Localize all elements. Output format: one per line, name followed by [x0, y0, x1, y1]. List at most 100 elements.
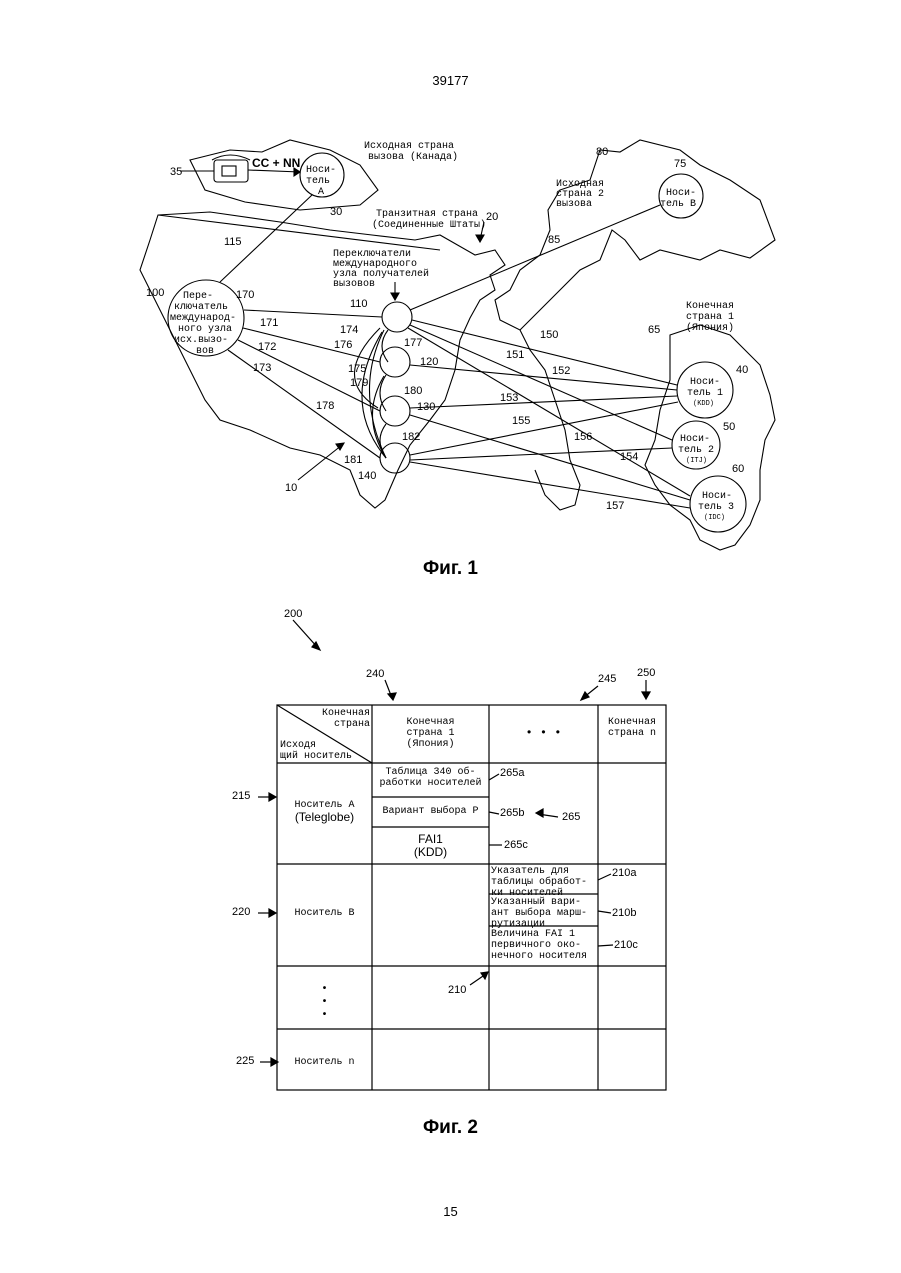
svg-text:130: 130	[417, 401, 435, 413]
figure-2-caption: Фиг. 2	[0, 1117, 901, 1139]
svg-text:Конечная: Конечная	[686, 301, 734, 312]
svg-text:151: 151	[506, 349, 524, 361]
svg-text:30: 30	[330, 206, 342, 218]
col-ellipsis: • • •	[489, 728, 598, 739]
gateway-140	[380, 443, 410, 473]
svg-text:152: 152	[552, 365, 570, 377]
svg-text:182: 182	[402, 431, 420, 443]
ref-210c: 210c	[614, 939, 638, 951]
svg-text:исх.вызо-: исх.вызо-	[174, 335, 228, 346]
row-carrier-a: Носитель А (Teleglobe)	[277, 800, 372, 824]
svg-text:(Соединенные Штаты): (Соединенные Штаты)	[372, 219, 486, 231]
svg-text:176: 176	[334, 339, 352, 351]
row-carrier-b: Носитель В	[277, 908, 372, 919]
svg-text:155: 155	[512, 415, 530, 427]
page-number: 15	[0, 1204, 901, 1219]
svg-text:178: 178	[316, 400, 334, 412]
svg-text:Носи-: Носи-	[690, 377, 720, 388]
gateway-120	[380, 347, 410, 377]
svg-text:85: 85	[548, 234, 560, 246]
svg-text:120: 120	[420, 356, 438, 368]
gateway-130	[380, 396, 410, 426]
svg-text:150: 150	[540, 329, 558, 341]
svg-text:Носи-: Носи-	[680, 434, 710, 445]
ref-225: 225	[236, 1055, 254, 1067]
svg-text:вызова (Канада): вызова (Канада)	[368, 151, 458, 163]
svg-text:80: 80	[596, 146, 608, 158]
svg-text:153: 153	[500, 392, 518, 404]
svg-text:177: 177	[404, 337, 422, 349]
svg-text:180: 180	[404, 385, 422, 397]
ref-245: 245	[598, 673, 616, 685]
svg-text:110: 110	[350, 298, 368, 310]
svg-text:179: 179	[350, 377, 368, 389]
phone-icon	[214, 160, 248, 182]
col-dest-country-1: Конечнаястрана 1(Япония)	[372, 717, 489, 750]
svg-text:35: 35	[170, 166, 182, 178]
svg-text:ного узла: ного узла	[178, 324, 232, 335]
carrier-table-frame	[277, 705, 666, 1090]
svg-text:170: 170	[236, 289, 254, 301]
svg-text:тель 3: тель 3	[698, 502, 734, 513]
svg-text:вызова: вызова	[556, 199, 592, 210]
selection-option-cell: Вариант выбора P	[372, 806, 489, 817]
svg-text:75: 75	[674, 158, 686, 170]
gateway-110	[382, 302, 412, 332]
svg-text:страна 1: страна 1	[686, 312, 734, 323]
carrier-processing-table-cell: Таблица 340 об-работки носителей	[372, 767, 489, 789]
ref-250: 250	[637, 667, 655, 679]
svg-text:181: 181	[344, 454, 362, 466]
fai1-kdd-cell: FAI1(KDD)	[372, 833, 489, 859]
svg-text:173: 173	[253, 362, 271, 374]
ref-265c: 265c	[504, 839, 528, 851]
svg-text:60: 60	[732, 463, 744, 475]
svg-text:10: 10	[285, 482, 297, 494]
canada-region	[190, 140, 378, 210]
svg-text:171: 171	[260, 317, 278, 329]
svg-text:154: 154	[620, 451, 638, 463]
svg-text:тель 2: тель 2	[678, 445, 714, 456]
svg-text:тель 1: тель 1	[687, 388, 723, 399]
svg-text:172: 172	[258, 341, 276, 353]
svg-text:ключатель: ключатель	[174, 302, 228, 313]
ref-265b: 265b	[500, 807, 524, 819]
svg-text:100: 100	[146, 287, 164, 299]
svg-text:Носи-: Носи-	[702, 491, 732, 502]
dial-label: CC + NN	[252, 156, 300, 170]
svg-text:Исходная страна: Исходная страна	[364, 141, 454, 152]
routing-option-cell: Указанный вари-ант выбора марш-рутизации	[489, 897, 600, 930]
svg-text:157: 157	[606, 500, 624, 512]
figure-1-diagram: CC + NN Исходная страна вызова (Канада) …	[0, 0, 901, 600]
svg-text:174: 174	[340, 324, 358, 336]
svg-text:175: 175	[348, 363, 366, 375]
svg-text:А: А	[318, 187, 324, 198]
figure-1-caption: Фиг. 1	[0, 558, 901, 580]
svg-text:международ-: международ-	[170, 313, 236, 324]
ref-240: 240	[366, 668, 384, 680]
header-origin-label: Исходящий носитель	[280, 740, 360, 762]
svg-text:115: 115	[224, 236, 242, 248]
svg-text:Носи-: Носи-	[306, 165, 336, 176]
svg-text:(IDC): (IDC)	[704, 514, 725, 522]
svg-text:140: 140	[358, 470, 376, 482]
svg-text:тель: тель	[306, 176, 330, 187]
svg-text:40: 40	[736, 364, 748, 376]
col-dest-country-n: Конечнаястрана n	[598, 717, 666, 739]
row-ellipsis: • • •	[277, 983, 372, 1022]
ref-210a: 210a	[612, 867, 636, 879]
svg-text:(KDD): (KDD)	[693, 400, 714, 408]
header-dest-label: Конечнаястрана	[310, 708, 370, 730]
svg-text:65: 65	[648, 324, 660, 336]
svg-text:(Япония): (Япония)	[686, 322, 734, 334]
svg-text:(ITJ): (ITJ)	[686, 457, 707, 465]
processing-table-pointer-cell: Указатель длятаблицы обработ-ки носителе…	[489, 866, 600, 899]
north-america-outline	[140, 212, 505, 508]
ref-215: 215	[232, 790, 250, 802]
svg-text:Транзитная страна: Транзитная страна	[376, 209, 478, 220]
ref-265: 265	[562, 811, 580, 823]
ref-265a: 265a	[500, 767, 524, 779]
ref-210b: 210b	[612, 907, 636, 919]
row-carrier-n: Носитель n	[277, 1057, 372, 1068]
svg-text:Носи-: Носи-	[666, 188, 696, 199]
svg-text:вов: вов	[196, 346, 214, 357]
